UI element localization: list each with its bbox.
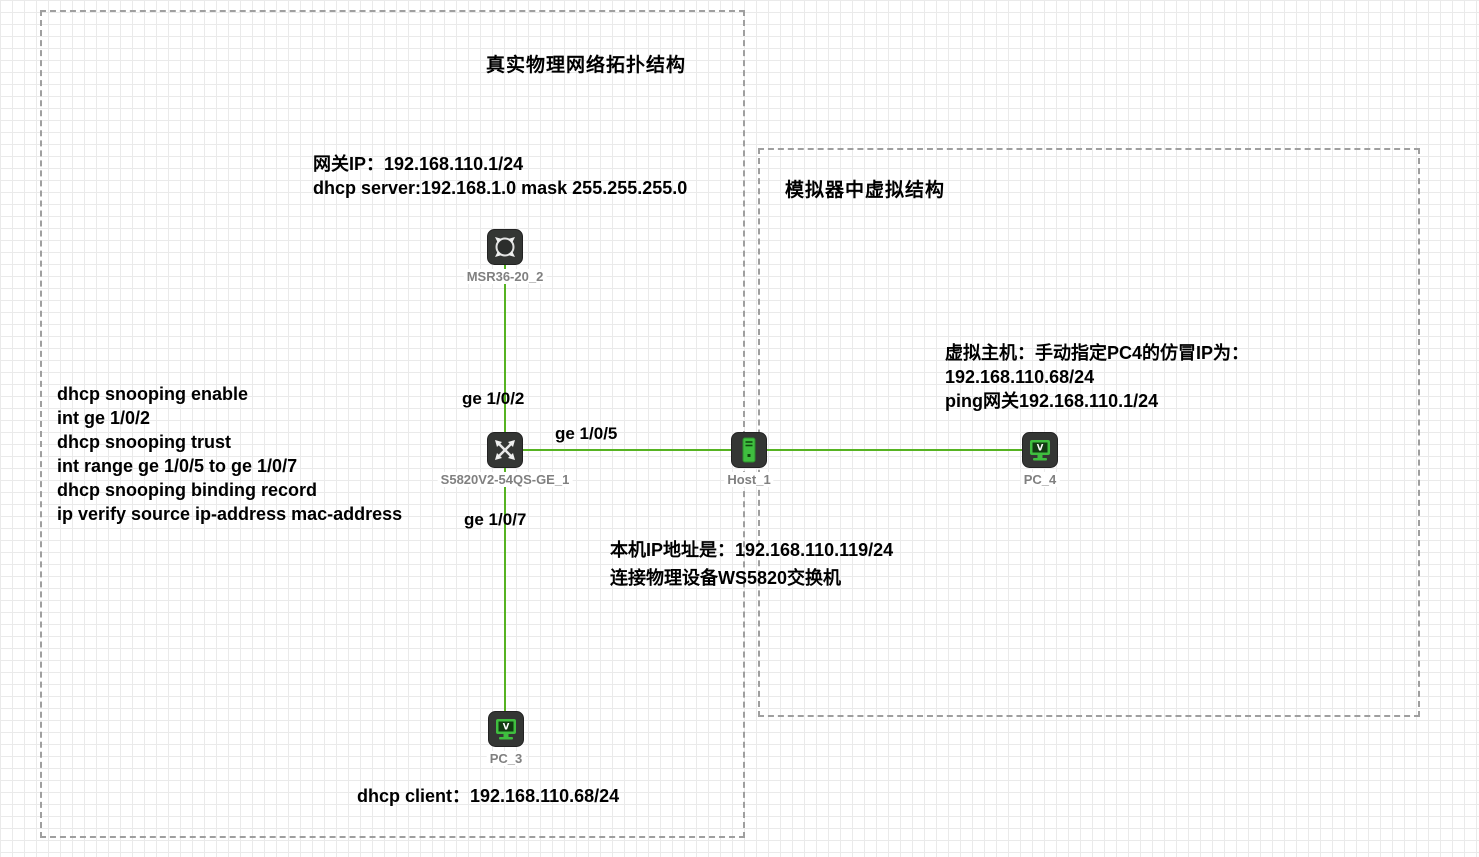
virtual-host-annotation: 虚拟主机：手动指定PC4的仿冒IP为： 192.168.110.68/24 pi… bbox=[945, 341, 1249, 413]
svg-text:V: V bbox=[503, 723, 510, 733]
link-switch-host[interactable] bbox=[521, 449, 733, 451]
gateway-annotation: 网关IP：192.168.110.1/24 dhcp server:192.16… bbox=[313, 152, 687, 200]
device-label-host: Host_1 bbox=[724, 472, 774, 487]
device-host-1[interactable]: Host_1 bbox=[724, 432, 774, 487]
pc-monitor-icon: V bbox=[1022, 432, 1058, 468]
device-pc4[interactable]: V PC_4 bbox=[1020, 432, 1060, 487]
device-label-switch: S5820V2-54QS-GE_1 bbox=[437, 472, 573, 487]
link-router-switch[interactable] bbox=[504, 263, 506, 434]
device-pc3[interactable]: V PC_3 bbox=[486, 711, 526, 766]
device-switch-s5820[interactable]: S5820V2-54QS-GE_1 bbox=[437, 432, 573, 487]
link-switch-pc3[interactable] bbox=[504, 466, 506, 713]
switch-config-line: dhcp snooping trust bbox=[57, 432, 231, 452]
host-info-line2: 连接物理设备WS5820交换机 bbox=[610, 568, 842, 588]
device-label-pc4: PC_4 bbox=[1020, 472, 1060, 487]
device-label-router: MSR36-20_2 bbox=[463, 269, 547, 284]
virtual-host-line3: ping网关192.168.110.1/24 bbox=[945, 391, 1159, 411]
gateway-line2: dhcp server:192.168.1.0 mask 255.255.255… bbox=[313, 178, 688, 198]
host-info-annotation: 本机IP地址是：192.168.110.119/24 连接物理设备WS5820交… bbox=[610, 536, 893, 592]
pc-monitor-icon: V bbox=[488, 711, 524, 747]
dhcp-client-line: dhcp client：192.168.110.68/24 bbox=[357, 786, 620, 806]
link-host-pc4[interactable] bbox=[765, 449, 1024, 451]
port-label-ge-1-0-2: ge 1/0/2 bbox=[462, 389, 525, 408]
switch-icon bbox=[487, 432, 523, 468]
physical-region-box bbox=[40, 10, 745, 838]
switch-config-line: dhcp snooping enable bbox=[57, 384, 249, 404]
dhcp-client-annotation: dhcp client：192.168.110.68/24 bbox=[357, 784, 619, 808]
switch-config-annotation: dhcp snooping enable int ge 1/0/2 dhcp s… bbox=[57, 382, 402, 526]
switch-config-line: int ge 1/0/2 bbox=[57, 408, 151, 428]
switch-config-line: dhcp snooping binding record bbox=[57, 480, 317, 500]
device-router-msr36[interactable]: MSR36-20_2 bbox=[463, 229, 547, 284]
virtual-region-box bbox=[758, 148, 1420, 717]
switch-config-line: int range ge 1/0/5 to ge 1/0/7 bbox=[57, 456, 298, 476]
virtual-host-line1: 虚拟主机：手动指定PC4的仿冒IP为： bbox=[945, 343, 1250, 363]
device-label-pc3: PC_3 bbox=[486, 751, 526, 766]
router-icon bbox=[487, 229, 523, 265]
switch-config-line: ip verify source ip-address mac-address bbox=[57, 504, 403, 524]
physical-region-title: 真实物理网络拓扑结构 bbox=[486, 55, 687, 76]
gateway-line1: 网关IP：192.168.110.1/24 bbox=[313, 154, 524, 174]
virtual-region-title: 模拟器中虚拟结构 bbox=[785, 180, 946, 201]
virtual-host-line2: 192.168.110.68/24 bbox=[945, 367, 1095, 387]
svg-text:V: V bbox=[1037, 444, 1044, 454]
host-server-icon bbox=[731, 432, 767, 468]
port-label-ge-1-0-5: ge 1/0/5 bbox=[555, 424, 618, 443]
host-info-line1: 本机IP地址是：192.168.110.119/24 bbox=[610, 540, 894, 560]
port-label-ge-1-0-7: ge 1/0/7 bbox=[464, 510, 527, 529]
